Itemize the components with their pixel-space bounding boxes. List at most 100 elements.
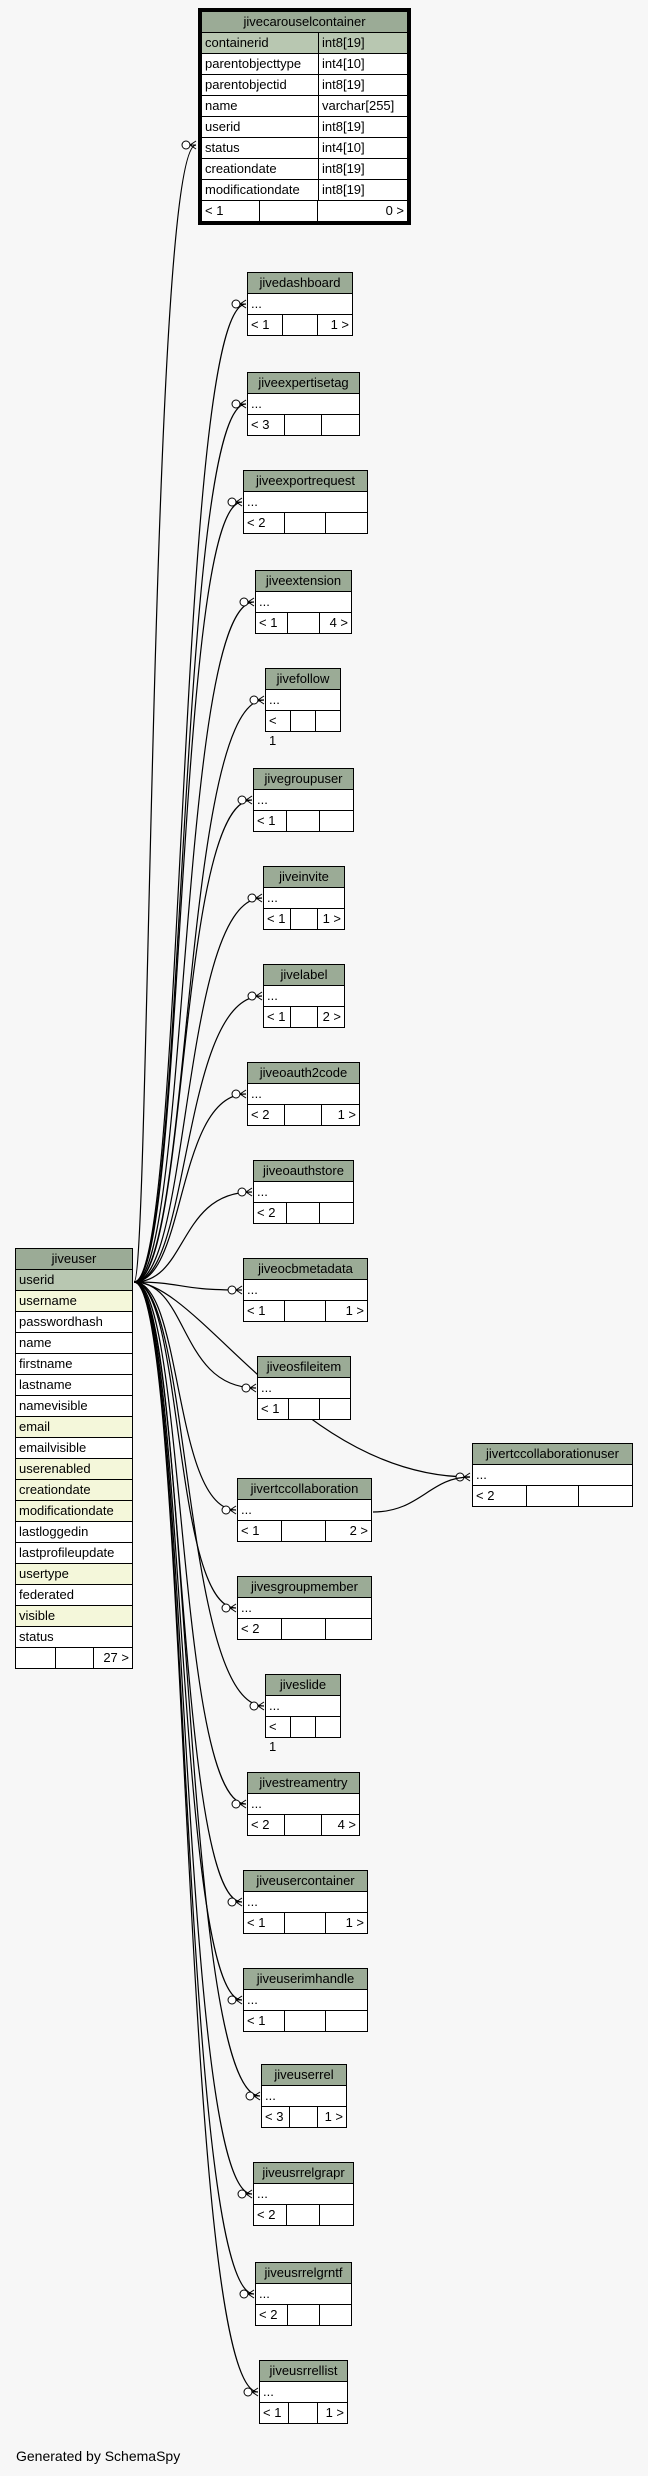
table-title[interactable]: jivegroupuser <box>254 769 353 790</box>
table-title[interactable]: jiveoauth2code <box>248 1063 359 1084</box>
children-count[interactable]: 2 > <box>349 1523 368 1538</box>
table-title[interactable]: jivelabel <box>264 965 344 986</box>
parents-count[interactable]: < 1 <box>238 1521 282 1541</box>
parents-count[interactable]: < 1 <box>266 711 291 748</box>
table-title[interactable]: jiveinvite <box>264 867 344 888</box>
children-count[interactable] <box>320 1399 350 1419</box>
parents-count[interactable]: < 1 <box>260 2403 289 2423</box>
columns-toggle[interactable] <box>290 2107 318 2127</box>
table-title[interactable]: jiveusercontainer <box>244 1871 367 1892</box>
columns-toggle[interactable] <box>285 513 326 533</box>
table-title[interactable]: jiveuserimhandle <box>244 1969 367 1990</box>
columns-toggle[interactable] <box>282 1619 326 1639</box>
columns-toggle[interactable] <box>288 613 320 633</box>
columns-toggle[interactable] <box>283 315 318 335</box>
parents-count[interactable]: < 2 <box>254 1203 287 1223</box>
table-title[interactable]: jivestreamentry <box>248 1773 359 1794</box>
table-jiveexportrequest[interactable]: jiveexportrequest...< 2 <box>243 470 368 534</box>
children-count[interactable] <box>316 1717 340 1737</box>
columns-toggle[interactable] <box>285 1301 326 1321</box>
parents-count[interactable]: < 1 <box>248 315 283 335</box>
columns-toggle[interactable] <box>291 1717 316 1737</box>
children-count[interactable]: 1 > <box>322 911 341 926</box>
table-jiveusrrelgrntf[interactable]: jiveusrrelgrntf...< 2 <box>255 2262 352 2326</box>
columns-toggle[interactable] <box>285 415 322 435</box>
table-title[interactable]: jiveuser <box>16 1249 132 1270</box>
columns-toggle[interactable] <box>291 909 318 929</box>
table-title[interactable]: jivedashboard <box>248 273 352 294</box>
columns-toggle[interactable] <box>285 2011 326 2031</box>
table-title[interactable]: jiveexportrequest <box>244 471 367 492</box>
table-title[interactable]: jiveusrrellist <box>260 2361 347 2382</box>
columns-toggle[interactable] <box>289 1399 320 1419</box>
children-count[interactable] <box>320 811 353 831</box>
columns-toggle[interactable] <box>288 2305 320 2325</box>
table-title[interactable]: jivecarouselcontainer <box>202 12 407 33</box>
columns-toggle[interactable] <box>287 1203 320 1223</box>
table-jivertccollaborationuser[interactable]: jivertccollaborationuser ... < 2 <box>472 1443 633 1507</box>
children-count[interactable]: 1 > <box>324 2109 343 2124</box>
table-title[interactable]: jivefollow <box>266 669 340 690</box>
parents-count[interactable]: < 1 <box>254 811 287 831</box>
table-title[interactable]: jiveoauthstore <box>254 1161 353 1182</box>
parents-count[interactable]: < 3 <box>262 2107 290 2127</box>
table-title[interactable]: jiveusrrelgrntf <box>256 2263 351 2284</box>
parents-count[interactable]: < 1 <box>266 1717 291 1754</box>
children-count[interactable]: 1 > <box>337 1107 356 1122</box>
columns-toggle[interactable] <box>527 1486 579 1506</box>
children-count[interactable]: 1 > <box>330 317 349 332</box>
children-count[interactable]: 1 > <box>345 1303 364 1318</box>
children-count[interactable] <box>579 1486 632 1506</box>
columns-toggle[interactable] <box>285 1913 326 1933</box>
columns-toggle[interactable] <box>56 1648 94 1668</box>
table-title[interactable]: jiveosfileitem <box>258 1357 350 1378</box>
parents-count[interactable]: < 2 <box>473 1486 527 1506</box>
parents-count[interactable]: < 2 <box>254 2205 287 2225</box>
children-count[interactable] <box>326 1619 371 1639</box>
table-title[interactable]: jivesgroupmember <box>238 1577 371 1598</box>
table-jiveosfileitem[interactable]: jiveosfileitem...< 1 <box>257 1356 351 1420</box>
children-count[interactable]: 1 > <box>345 1915 364 1930</box>
table-jivefollow[interactable]: jivefollow...< 1 <box>265 668 341 748</box>
parents-count[interactable]: < 3 <box>248 415 285 435</box>
parents-count[interactable]: < 1 <box>258 1399 289 1419</box>
columns-toggle[interactable] <box>291 1007 318 1027</box>
table-jiveexpertisetag[interactable]: jiveexpertisetag...< 3 <box>247 372 360 436</box>
parents-count[interactable]: < 2 <box>238 1619 282 1639</box>
children-count[interactable] <box>322 415 359 435</box>
columns-toggle[interactable] <box>291 711 316 731</box>
parents-count[interactable]: < 2 <box>256 2305 288 2325</box>
children-count[interactable] <box>320 1203 353 1223</box>
children-count[interactable] <box>316 711 340 731</box>
table-jiveslide[interactable]: jiveslide...< 1 <box>265 1674 341 1754</box>
columns-toggle[interactable] <box>287 2205 320 2225</box>
table-jiveusrrelgrapr[interactable]: jiveusrrelgrapr...< 2 <box>253 2162 354 2226</box>
table-title[interactable]: jiveocbmetadata <box>244 1259 367 1280</box>
table-jiveuserimhandle[interactable]: jiveuserimhandle...< 1 <box>243 1968 368 2032</box>
columns-toggle[interactable] <box>289 2403 318 2423</box>
columns-toggle[interactable] <box>285 1815 322 1835</box>
children-count[interactable]: 1 > <box>325 2405 344 2420</box>
columns-toggle[interactable] <box>285 1105 322 1125</box>
table-jiveoauthstore[interactable]: jiveoauthstore...< 2 <box>253 1160 354 1224</box>
columns-toggle[interactable] <box>287 811 320 831</box>
children-count[interactable]: 4 > <box>329 615 348 630</box>
parents-count[interactable]: < 2 <box>244 513 285 533</box>
parents-count[interactable]: < 2 <box>248 1105 285 1125</box>
parents-count[interactable]: < 1 <box>264 909 291 929</box>
table-jivegroupuser[interactable]: jivegroupuser...< 1 <box>253 768 354 832</box>
children-count[interactable]: 2 > <box>322 1009 341 1024</box>
columns-toggle[interactable] <box>260 201 318 221</box>
children-count[interactable] <box>326 513 367 533</box>
table-jivesgroupmember[interactable]: jivesgroupmember...< 2 <box>237 1576 372 1640</box>
children-count[interactable]: 4 > <box>337 1817 356 1832</box>
